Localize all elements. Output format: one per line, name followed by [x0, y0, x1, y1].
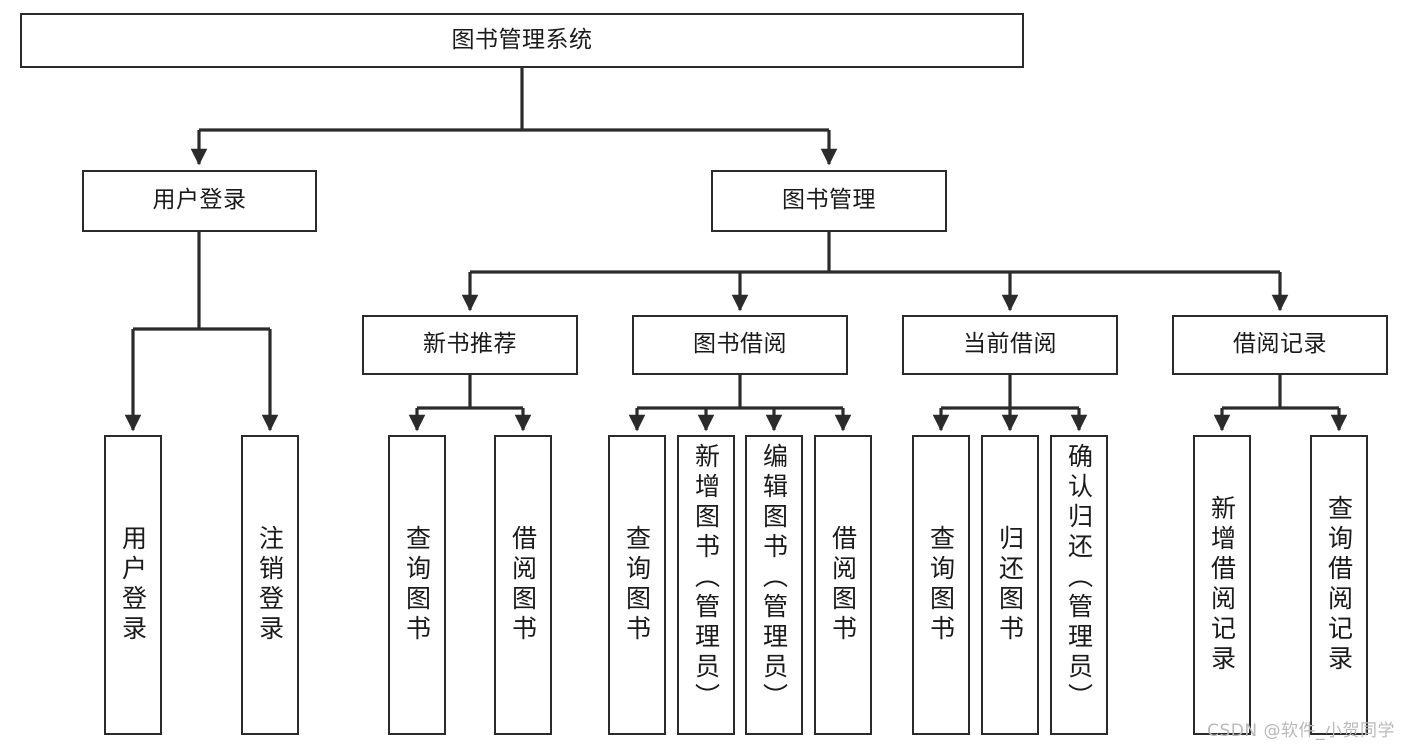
node-label: 查询图书 [926, 525, 956, 645]
node-root-book-management-system[interactable]: 图书管理系统 [20, 13, 1024, 68]
node-label: 编辑图书（管理员） [759, 443, 789, 713]
node-book-management[interactable]: 图书管理 [711, 170, 947, 232]
node-current-borrow[interactable]: 当前借阅 [902, 315, 1118, 375]
node-label: 注销登录 [255, 525, 285, 645]
node-label: 借阅图书 [828, 525, 858, 645]
leaf-add-book-admin[interactable]: 新增图书（管理员） [677, 435, 735, 735]
node-label: 确认归还（管理员） [1064, 443, 1094, 713]
node-label: 新书推荐 [423, 331, 517, 358]
leaf-borrow-book-recommend[interactable]: 借阅图书 [494, 435, 552, 735]
leaf-user-login[interactable]: 用户登录 [104, 435, 162, 735]
node-label: 借阅记录 [1233, 331, 1327, 358]
leaf-add-borrow-record[interactable]: 新增借阅记录 [1193, 435, 1251, 735]
leaf-query-borrow-record[interactable]: 查询借阅记录 [1310, 435, 1368, 735]
leaf-query-book-recommend[interactable]: 查询图书 [388, 435, 446, 735]
leaf-edit-book-admin[interactable]: 编辑图书（管理员） [745, 435, 803, 735]
leaf-query-book-borrow[interactable]: 查询图书 [608, 435, 666, 735]
node-label: 新增图书（管理员） [691, 443, 721, 713]
leaf-confirm-return-admin[interactable]: 确认归还（管理员） [1050, 435, 1108, 735]
leaf-return-book[interactable]: 归还图书 [981, 435, 1039, 735]
leaf-query-book-current[interactable]: 查询图书 [912, 435, 970, 735]
node-new-book-recommend[interactable]: 新书推荐 [362, 315, 578, 375]
node-book-borrow[interactable]: 图书借阅 [632, 315, 848, 375]
node-label: 用户登录 [152, 187, 247, 214]
node-borrow-record[interactable]: 借阅记录 [1172, 315, 1388, 375]
node-label: 图书管理系统 [451, 26, 593, 53]
node-label: 归还图书 [995, 525, 1025, 645]
node-label: 新增借阅记录 [1207, 495, 1237, 675]
node-label: 查询图书 [402, 525, 432, 645]
csdn-watermark: CSDN @软件_小贺同学 [1207, 721, 1395, 741]
node-label: 图书借阅 [693, 331, 787, 358]
node-label: 当前借阅 [963, 331, 1057, 358]
node-label: 图书管理 [782, 187, 876, 214]
leaf-borrow-book[interactable]: 借阅图书 [814, 435, 872, 735]
node-label: 用户登录 [118, 525, 148, 645]
node-label: 查询借阅记录 [1324, 495, 1354, 675]
node-label: 查询图书 [622, 525, 652, 645]
node-label: 借阅图书 [508, 525, 538, 645]
leaf-logout-login[interactable]: 注销登录 [241, 435, 299, 735]
node-user-login[interactable]: 用户登录 [82, 170, 317, 232]
